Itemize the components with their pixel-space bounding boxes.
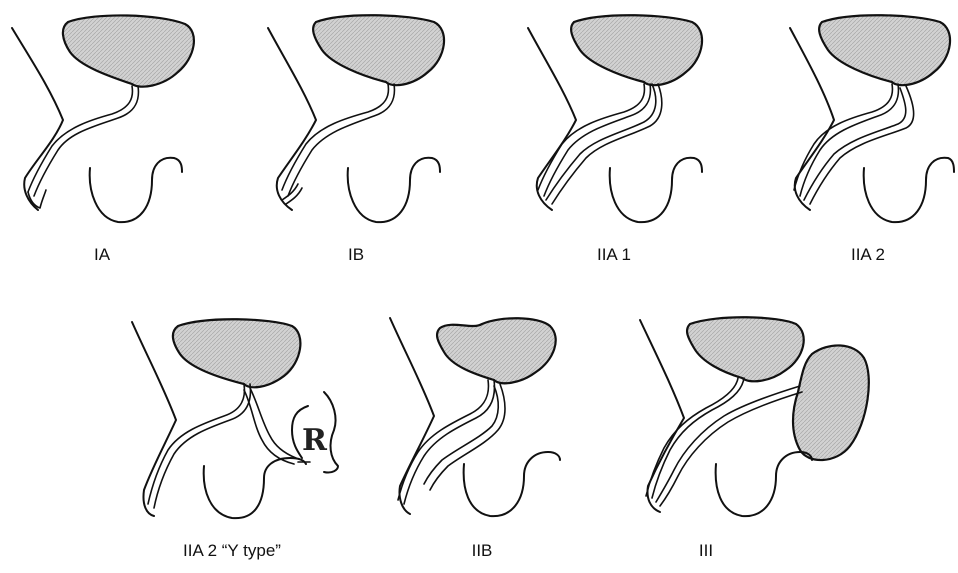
panel-ia xyxy=(12,15,194,222)
accessory-urethra-tube xyxy=(810,86,914,204)
rectum-outline xyxy=(90,158,182,222)
panel-label-iii: III xyxy=(699,541,713,560)
body-outline xyxy=(12,28,63,210)
bladder xyxy=(313,15,444,85)
body-outline xyxy=(132,322,176,516)
rectum-outline xyxy=(204,458,306,518)
duplicate-bladder xyxy=(793,345,869,460)
rectum-outline xyxy=(716,452,812,516)
panel-label-ia: IA xyxy=(94,245,111,264)
bladder xyxy=(437,318,556,383)
body-outline xyxy=(390,318,434,514)
panel-label-iia2-y-type: IIA 2 “Y type” xyxy=(183,541,281,560)
accessory-urethra-y-branch xyxy=(250,388,296,458)
panel-ib xyxy=(268,15,444,222)
rectum-outline xyxy=(864,158,954,222)
urethra-tube xyxy=(404,380,494,504)
body-outline xyxy=(640,320,684,512)
body-outline xyxy=(268,28,316,210)
bladder xyxy=(173,319,301,387)
rectum-outline xyxy=(464,452,560,516)
body-outline xyxy=(528,28,576,210)
rectum-label: R xyxy=(302,423,328,458)
panel-iia2 xyxy=(790,15,954,222)
accessory-urethra-tube xyxy=(430,384,505,490)
rectum-outline xyxy=(610,158,702,222)
bladder xyxy=(63,15,194,86)
panel-iii xyxy=(640,317,869,516)
rectum-outline xyxy=(348,158,440,222)
urethra-tube xyxy=(28,190,46,208)
urethra-tube xyxy=(34,86,138,196)
panel-label-iia2: IIA 2 xyxy=(851,245,885,264)
panel-label-iia1: IIA 1 xyxy=(597,245,631,264)
panel-label-ib: IB xyxy=(348,245,364,264)
urethra-tube xyxy=(794,84,892,190)
panel-iib xyxy=(390,318,560,516)
panel-iia2-y-type: R xyxy=(132,319,338,518)
bladder xyxy=(819,15,950,85)
panel-iia1 xyxy=(528,15,702,222)
urethra-tube xyxy=(148,384,244,504)
panel-label-iib: IIB xyxy=(472,541,493,560)
urethra-tube xyxy=(646,378,738,496)
bladder xyxy=(687,317,804,381)
bladder xyxy=(571,15,702,85)
